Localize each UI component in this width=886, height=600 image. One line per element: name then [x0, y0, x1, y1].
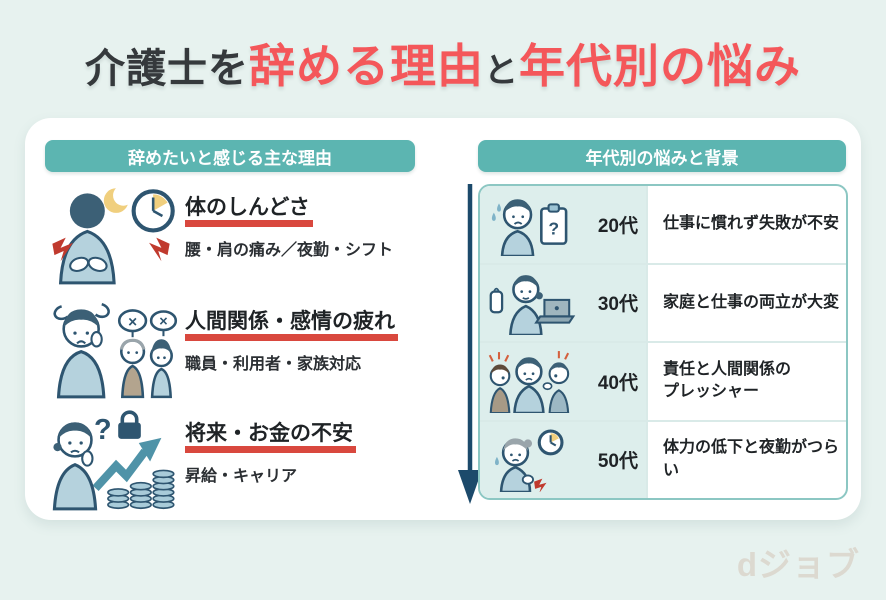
reason-title: 人間関係・感情の疲れ	[185, 310, 398, 342]
reason-sub: 職員・利用者・家族対応	[185, 356, 362, 374]
age-row-40s: 40代 責任と人間関係の プレッシャー	[480, 341, 846, 420]
money-worry-illustration-icon: ?	[43, 406, 179, 514]
age-concern-text: 体力の低下と夜勤がつらい	[663, 439, 840, 479]
left-panel-header: 辞めたいと感じる主な理由	[45, 140, 415, 172]
main-card: 辞めたいと感じる主な理由 体のしんどさ 腰・肩の痛み／夜勤・シフト	[25, 118, 861, 520]
title-part-red-1: 辞める理由	[249, 40, 484, 92]
title-part-red-2: 年代別の悩み	[519, 40, 801, 92]
age-row-left: 50代	[480, 421, 648, 498]
age-label: 40代	[597, 372, 638, 394]
title-part-dark-1: 介護士を	[85, 47, 249, 91]
left-panel-header-label: 辞めたいと感じる主な理由	[128, 148, 332, 168]
age-row-left: 30代	[480, 264, 648, 341]
title-part-dark-2: と	[484, 52, 519, 90]
age-row-20s: ? 20代 仕事に慣れず失敗が不安	[480, 186, 846, 263]
svg-text:×: ×	[128, 314, 137, 331]
age-label: 50代	[597, 451, 638, 473]
age-concern-text: 家庭と仕事の両立が大変	[663, 293, 840, 311]
working-mother-illustration-icon	[484, 271, 578, 337]
age-row-50s: 50代 体力の低下と夜勤がつらい	[480, 419, 846, 498]
tired-senior-illustration-icon	[484, 428, 578, 494]
right-panel-header: 年代別の悩みと背景	[478, 140, 846, 172]
age-concern-text: 仕事に慣れず失敗が不安	[663, 215, 840, 233]
age-label: 20代	[597, 215, 638, 237]
age-row-left: 40代	[480, 343, 648, 420]
reason-sub: 昇給・キャリア	[185, 468, 298, 486]
reason-item-money: ? 将来・お金の不安 昇給・キャリア	[43, 406, 455, 514]
age-label: 30代	[597, 294, 638, 316]
svg-text:?: ?	[548, 219, 559, 239]
reason-text-relationships: 人間関係・感情の疲れ 職員・利用者・家族対応	[185, 294, 398, 374]
ages-table: ? 20代 仕事に慣れず失敗が不安	[478, 184, 848, 500]
reason-text-body-fatigue: 体のしんどさ 腰・肩の痛み／夜勤・シフト	[185, 180, 393, 260]
page-title: 介護士を辞める理由と年代別の悩み	[0, 30, 886, 96]
relationship-stress-illustration-icon: × ×	[43, 294, 179, 402]
reason-text-money: 将来・お金の不安 昇給・キャリア	[185, 406, 356, 486]
age-concern-text: 責任と人間関係の プレッシャー	[663, 360, 792, 401]
right-panel-header-label: 年代別の悩みと背景	[585, 148, 739, 168]
reason-sub: 腰・肩の痛み／夜勤・シフト	[185, 242, 394, 260]
peer-pressure-illustration-icon	[484, 349, 578, 415]
d-job-logo: dジョブ	[736, 546, 860, 583]
reason-title: 体のしんどさ	[185, 196, 313, 228]
age-row-left: ? 20代	[480, 186, 648, 263]
svg-text:×: ×	[159, 314, 167, 330]
age-row-30s: 30代 家庭と仕事の両立が大変	[480, 262, 846, 341]
reason-title: 将来・お金の不安	[185, 422, 356, 454]
down-arrow-icon	[454, 182, 486, 506]
back-pain-illustration-icon	[43, 180, 179, 288]
svg-text:?: ?	[94, 414, 112, 446]
worried-newcomer-illustration-icon: ?	[484, 192, 578, 258]
reason-item-body-fatigue: 体のしんどさ 腰・肩の痛み／夜勤・シフト	[43, 180, 455, 288]
reason-item-relationships: × × 人間関係・感情の疲れ 職員・利用者・家族対応	[43, 294, 455, 402]
